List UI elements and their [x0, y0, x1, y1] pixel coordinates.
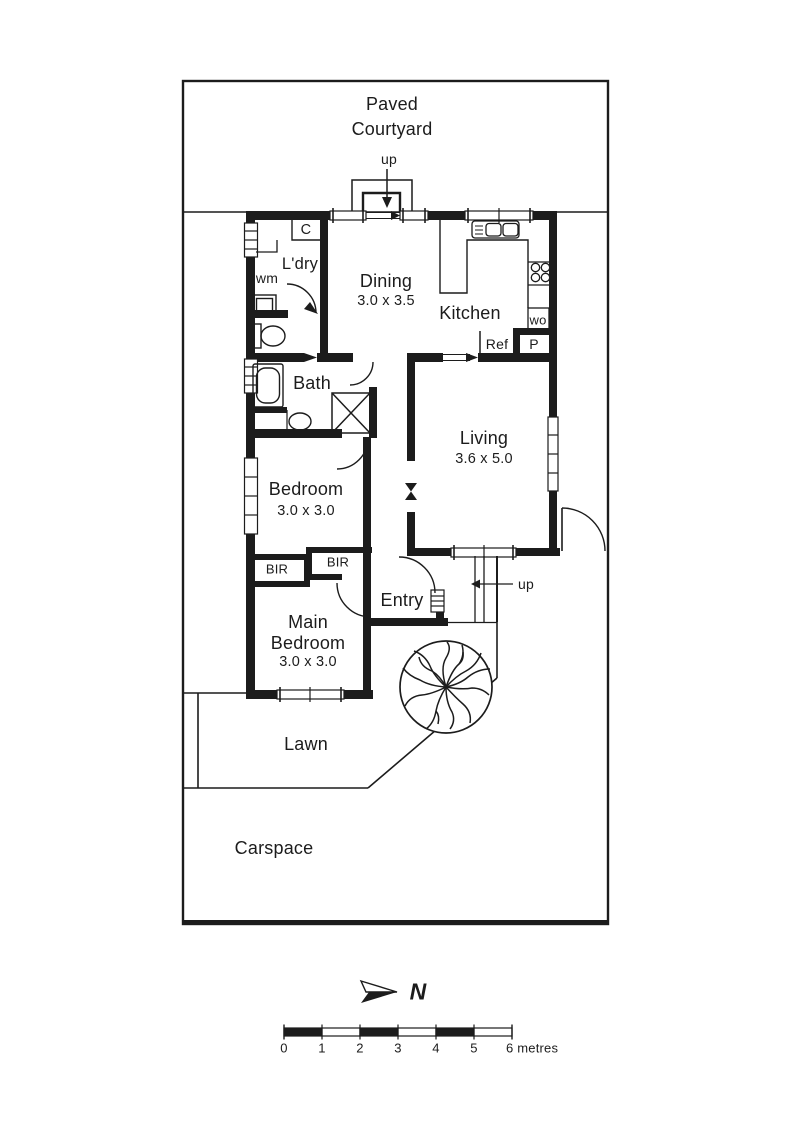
- up-courtyard-label: up: [381, 151, 397, 167]
- kitchen-fixtures: [439, 220, 551, 357]
- laundry-door-arc: [286, 283, 317, 314]
- north-label: N: [409, 978, 427, 1005]
- scale-tick-4: 4: [432, 1040, 440, 1056]
- wall-oven-label: wo: [529, 312, 547, 328]
- bedroom-window: [243, 457, 259, 535]
- laundry-door-arrow-icon: [304, 302, 318, 314]
- entry-label: Entry: [380, 590, 424, 610]
- kitchen-label: Kitchen: [439, 303, 501, 323]
- shower-icon: [331, 392, 371, 434]
- north-arrow-icon: [359, 979, 398, 1003]
- living-dims: 3.6 x 5.0: [455, 450, 513, 467]
- scale-tick-5: 5: [470, 1040, 478, 1056]
- main-bedroom-label-line1: Main: [288, 612, 328, 632]
- bath-label: Bath: [293, 373, 331, 393]
- wall-oven-box: [527, 307, 550, 331]
- pantry-label: P: [529, 336, 539, 352]
- entry-sidelight-window: [430, 589, 445, 613]
- main-bedroom-label-line2: Bedroom: [270, 633, 346, 653]
- living-east-window: [547, 416, 559, 492]
- dining-label: Dining: [359, 271, 413, 291]
- living-label: Living: [459, 428, 509, 448]
- up-arrow-icon: [382, 197, 392, 208]
- courtyard-label-line1: Paved: [365, 94, 419, 114]
- wc-door-arrow-icon: [304, 353, 317, 362]
- bedroom-label: Bedroom: [268, 479, 344, 499]
- dining-dims: 3.0 x 3.5: [357, 292, 415, 309]
- scale-tick-0: 0: [280, 1040, 288, 1056]
- scale-tick-1: 1: [318, 1040, 326, 1056]
- scale-end-label: 6 metres: [506, 1040, 559, 1056]
- bedroom-dims: 3.0 x 3.0: [277, 502, 335, 519]
- up-entry-label: up: [518, 576, 534, 592]
- wall-opening-icon: [405, 491, 417, 500]
- door-swings: [286, 211, 606, 618]
- bir-left-label: BIR: [265, 561, 289, 577]
- fridge-label: Ref: [485, 336, 509, 352]
- cupboard-outline: [291, 220, 320, 241]
- lawn-label: Lawn: [284, 734, 328, 754]
- washing-machine-label: wm: [255, 270, 279, 286]
- living-door-arrow-icon: [466, 353, 478, 362]
- bath-window: [243, 358, 259, 394]
- toilet-icon: [250, 323, 286, 349]
- carspace-label: Carspace: [234, 838, 314, 858]
- cupboard-label: C: [300, 221, 312, 238]
- entry-steps: [448, 556, 513, 624]
- scale-tick-2: 2: [356, 1040, 364, 1056]
- wall-opening-icon: [405, 483, 417, 492]
- tree-icon: [399, 640, 493, 734]
- main-bedroom-dims: 3.0 x 3.0: [279, 653, 337, 670]
- courtyard-door-arrow-icon: [391, 211, 400, 220]
- dining-window-left: [329, 208, 367, 223]
- bath-door-arc: [349, 361, 374, 386]
- laundry-trough: [256, 240, 278, 253]
- bedroom-door-arc: [336, 437, 369, 470]
- laundry-label: L'dry: [281, 254, 319, 273]
- bir-right-label: BIR: [326, 554, 350, 570]
- kitchen-window: [464, 208, 534, 223]
- basin-icon: [288, 412, 312, 431]
- wet-area-fixtures: [250, 220, 371, 434]
- scale-bar: [283, 1024, 513, 1040]
- main-bedroom-door-arc: [336, 582, 372, 618]
- up-arrow-icon: [471, 579, 480, 589]
- bathtub-icon: [252, 363, 284, 408]
- washing-machine-icon: [252, 294, 277, 317]
- door-sills: [366, 212, 470, 361]
- kitchen-bench: [439, 220, 529, 308]
- courtyard-label-line2: Courtyard: [351, 119, 433, 139]
- main-bedroom-window: [276, 687, 345, 702]
- entry-door-arc: [398, 556, 436, 594]
- front-gate-arc: [561, 507, 606, 552]
- courtyard-steps: [351, 169, 413, 212]
- laundry-window: [243, 222, 259, 258]
- dining-window-right: [399, 208, 429, 223]
- house-walls: [246, 211, 560, 699]
- scale-tick-3: 3: [394, 1040, 402, 1056]
- cooktop-icon: [530, 262, 551, 283]
- sink-icon: [471, 220, 520, 239]
